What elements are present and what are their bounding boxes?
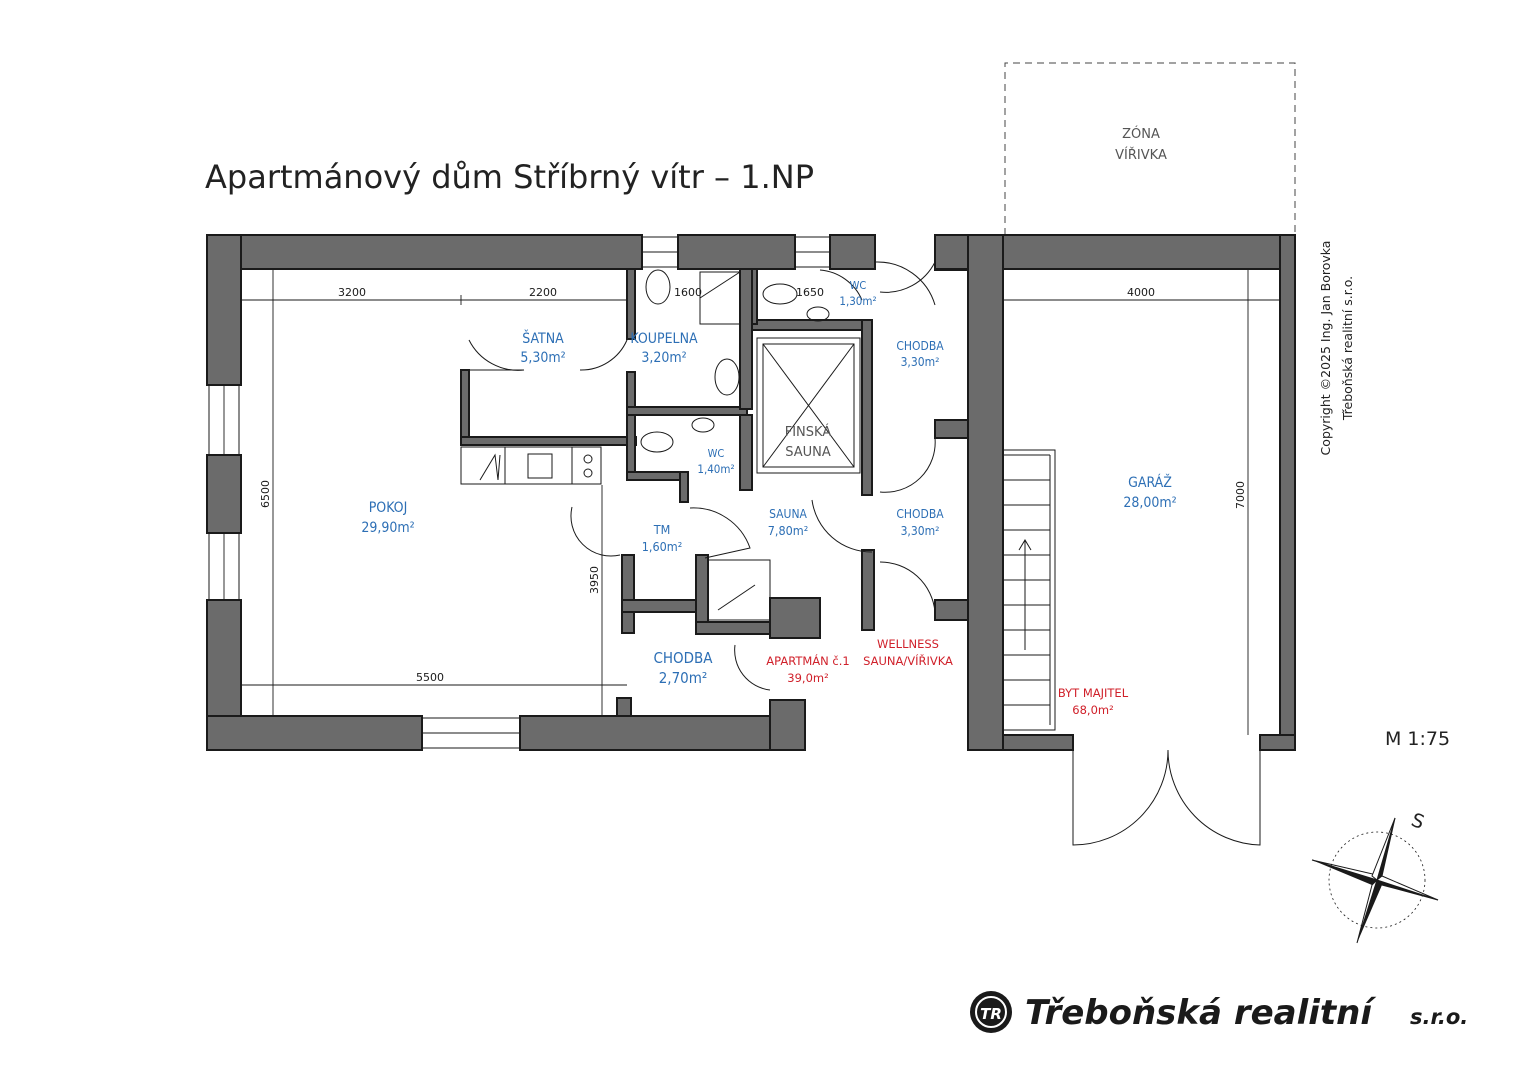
unit-byt-name: BYT MAJITEL [1058,686,1129,700]
brand-badge-text: TR [980,1005,1002,1023]
compass-label: S [1408,809,1427,834]
scale-label: M 1:75 [1385,728,1450,750]
room-tm-name: TM [653,522,671,537]
room-chodba-mid-area: 3,30m² [901,524,940,538]
room-sauna-area: 7,80m² [768,523,809,538]
unit-apartman-area: 39,0m² [787,671,828,685]
room-chodba-bottom-name: CHODBA [653,649,713,667]
brand-name: Třeboňská realitní [1025,993,1376,1033]
dimension-lines [241,269,1280,735]
unit-labels: APARTMÁN č.1 39,0m² WELLNESS SAUNA/VÍŘIV… [766,637,1128,717]
room-tm-area: 1,60m² [642,539,683,554]
unit-wellness-name2: SAUNA/VÍŘIVKA [863,653,953,668]
doors [468,261,1261,846]
garage-walls [934,234,1296,751]
windows [208,236,831,749]
room-wc-mid-area: 1,40m² [697,462,734,476]
room-pokoj-area: 29,90m² [361,520,414,536]
room-sauna-name: SAUNA [769,507,807,521]
compass-icon: S [1311,809,1439,944]
room-koupelna-area: 3,20m² [641,350,686,366]
room-garaz-area: 28,00m² [1123,495,1176,511]
apartment-walls [206,234,876,751]
fixtures [460,269,1056,731]
zone-label-line2: VÍŘIVKA [1115,147,1167,163]
unit-byt-area: 68,0m² [1072,703,1113,717]
dim-4000: 4000 [1127,286,1155,299]
copyright-line1: Copyright ©2025 Ing. Jan Borovka [1318,241,1333,456]
dim-1650: 1650 [796,286,824,299]
dim-5500: 5500 [416,671,444,684]
room-finska-sauna-name: FINSKÁ [785,424,832,440]
room-satna-area: 5,30m² [520,350,565,366]
room-koupelna-name: KOUPELNA [630,331,698,347]
room-chodba-top-area: 3,30m² [901,355,940,369]
dim-1600: 1600 [674,286,702,299]
room-finska-sauna-name2: SAUNA [785,445,831,460]
stair-treads [1003,479,1050,706]
dim-3950: 3950 [588,566,601,594]
room-satna-name: ŠATNA [522,329,564,347]
dimension-texts: 3200 2200 1600 1650 4000 5500 6500 3950 … [259,286,1247,684]
dim-2200: 2200 [529,286,557,299]
plan-title: Apartmánový dům Stříbrný vítr – 1.NP [205,158,814,196]
unit-wellness-name: WELLNESS [877,637,939,651]
brand-logo: TR Třeboňská realitní s.r.o. [970,991,1468,1033]
room-wc-top-area: 1,30m² [839,294,876,308]
room-chodba-mid-name: CHODBA [896,507,944,521]
zone-label-line1: ZÓNA [1122,126,1160,142]
dim-7000: 7000 [1234,481,1247,509]
zone-virivka: ZÓNA VÍŘIVKA [1004,62,1296,235]
room-garaz-name: GARÁŽ [1128,473,1172,491]
dim-6500: 6500 [259,480,272,508]
brand-suffix: s.r.o. [1410,1005,1468,1029]
room-chodba-top-name: CHODBA [896,339,944,353]
dim-3200: 3200 [338,286,366,299]
room-chodba-bottom-area: 2,70m² [659,669,708,687]
room-wc-mid-name: WC [708,447,725,460]
copyright-line2: Třeboňská realitní s.r.o. [1340,276,1355,421]
unit-apartman-name: APARTMÁN č.1 [766,653,849,668]
room-wc-top-name: WC [850,279,867,292]
room-pokoj-name: POKOJ [369,500,408,516]
room-labels: ŠATNA 5,30m² KOUPELNA 3,20m² WC 1,30m² C… [361,279,1176,687]
copyright: Copyright ©2025 Ing. Jan Borovka Třeboňs… [1318,241,1355,456]
